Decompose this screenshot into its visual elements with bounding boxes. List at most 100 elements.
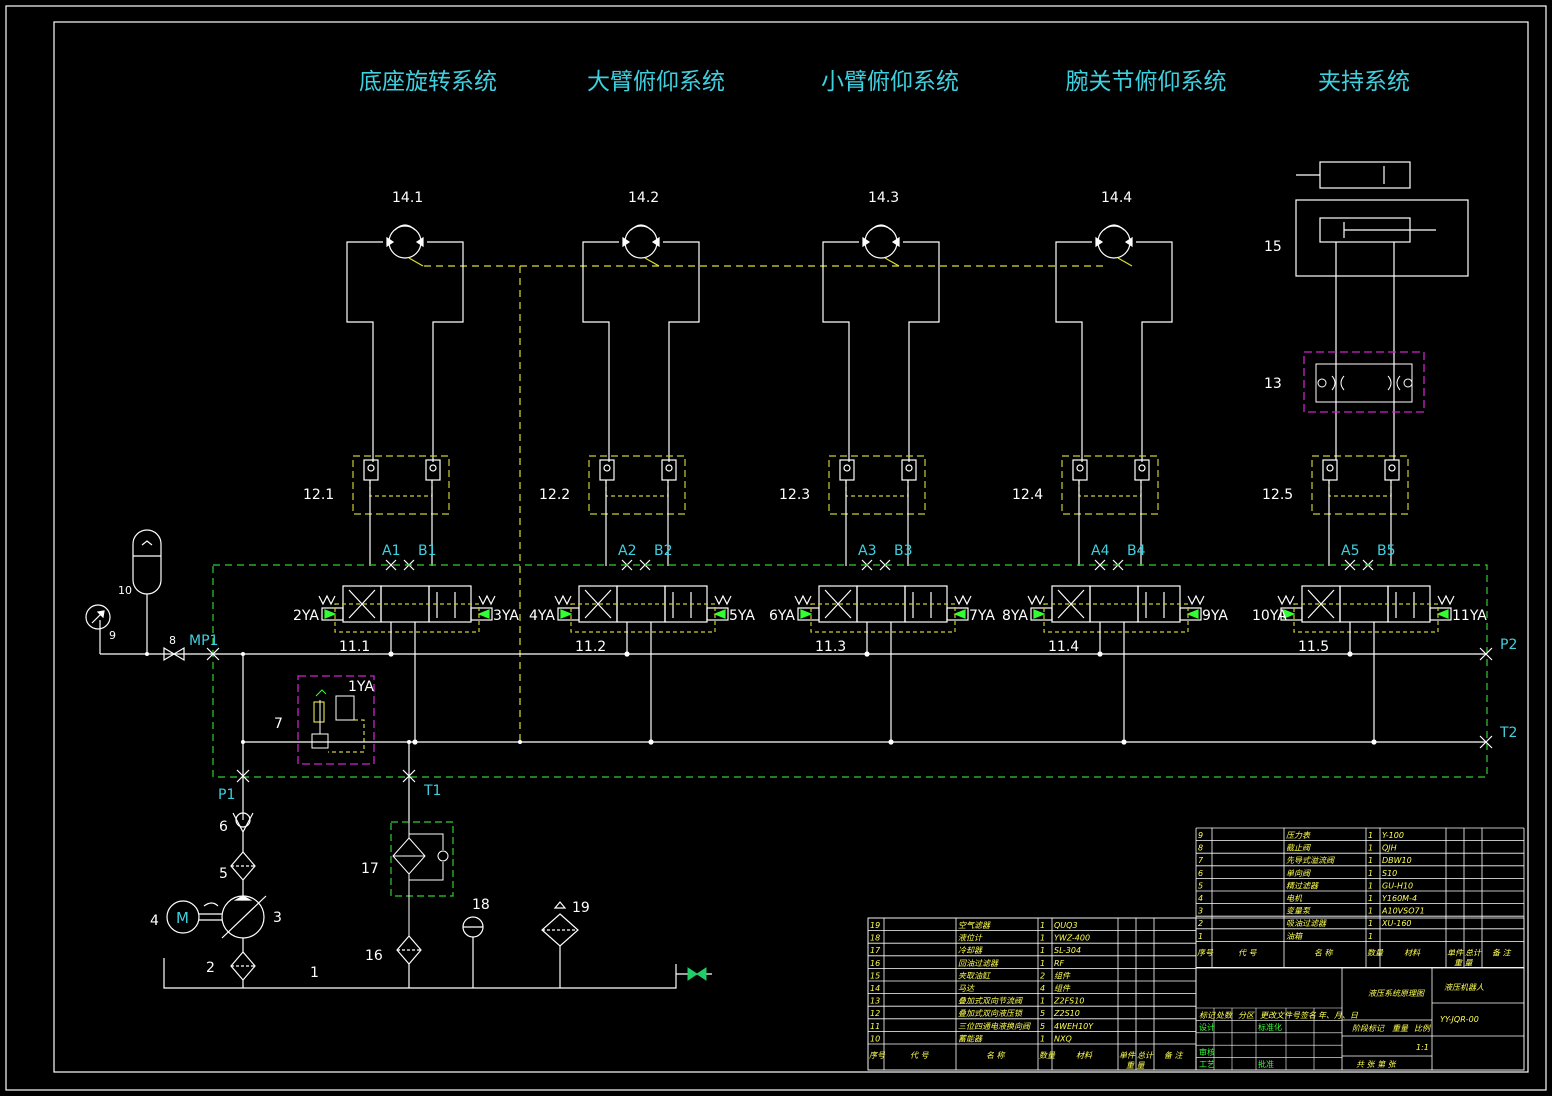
bom-cell: 17	[870, 946, 881, 955]
relief-valve	[243, 675, 375, 765]
level-gauge	[462, 916, 484, 988]
bom-header: 名 称	[986, 1051, 1007, 1060]
title-block-row-label: 处数	[1216, 1011, 1233, 1020]
port-b-2: B2	[654, 543, 673, 559]
port-b-1: B1	[418, 543, 437, 559]
title-block-approve: 批准	[1258, 1059, 1274, 1069]
port-a-4: A4	[1091, 543, 1110, 559]
air-filter	[541, 901, 579, 988]
bom-header: 代 号	[910, 1051, 930, 1060]
motor-label-2: 14.2	[628, 190, 659, 206]
bom-cell: Z2FS10	[1053, 997, 1084, 1006]
solenoid-right-2: 5YA	[729, 608, 755, 624]
port-a-5: A5	[1341, 543, 1359, 559]
bom-cell: 4	[1198, 894, 1203, 903]
bom-header: 单件	[1447, 948, 1464, 957]
bom-cell: Y-100	[1382, 831, 1404, 840]
pilot-lines	[424, 265, 1104, 742]
bom-cell: 1	[1368, 881, 1373, 890]
port-b-5: B5	[1377, 543, 1396, 559]
suction-filter	[230, 951, 256, 988]
bom-header: 总计	[1137, 1051, 1154, 1060]
pump-label: 3	[273, 910, 282, 926]
bom-cell: 5	[1198, 881, 1203, 890]
bom-cell: RF	[1054, 959, 1065, 968]
port-b-4: B4	[1127, 543, 1146, 559]
title-block-sheet: 共 张 第 张	[1356, 1060, 1397, 1069]
bom-cell: 6	[1198, 869, 1203, 878]
bom-cell: 1	[1040, 997, 1045, 1006]
bom-cell: 1	[1368, 894, 1373, 903]
bom-cell: 1	[1368, 907, 1373, 916]
bom-cell: 12	[870, 1009, 880, 1018]
bom-cell: 19	[870, 921, 880, 930]
port-mp1: MP1	[189, 633, 218, 649]
electric-motor	[166, 900, 222, 934]
bom-cell: XU-160	[1381, 919, 1412, 928]
bom-header: 名 称	[1314, 948, 1335, 957]
title-block-process: 工艺	[1199, 1060, 1215, 1069]
bom-header: 代 号	[1238, 948, 1258, 957]
bom-cell: YWZ-400	[1054, 934, 1090, 943]
drain-valve-icon	[687, 967, 707, 981]
bom-cell: 1	[1368, 844, 1373, 853]
bom-header: 总计	[1465, 948, 1482, 957]
title-block-row-label: 标记	[1199, 1011, 1216, 1020]
valve-label-5: 11.5	[1298, 639, 1329, 655]
bom-cell: 液位计	[958, 934, 983, 943]
bom-cell: 1	[1040, 921, 1045, 930]
bom-cell: 变量泵	[1286, 907, 1311, 916]
bom-cell: 13	[870, 997, 880, 1006]
bom-cell: 4	[1040, 984, 1045, 993]
solenoid-left-3: 6YA	[769, 608, 795, 624]
bom-cell: 2	[1198, 919, 1203, 928]
bom-cell: QUQ3	[1054, 921, 1078, 930]
bom-cell: 油箱	[1286, 932, 1304, 941]
solenoid-left-1: 2YA	[293, 608, 319, 624]
solenoid-right-4: 9YA	[1202, 608, 1228, 624]
bom-cell: Y160M-4	[1382, 894, 1417, 903]
system-title-0: 底座旋转系统	[359, 69, 497, 95]
lock-label-1: 12.1	[303, 487, 334, 503]
bom-cell: 1	[1198, 932, 1203, 941]
solenoid-left-4: 8YA	[1002, 608, 1028, 624]
bom-cell: 16	[870, 959, 880, 968]
solenoid-right-1: 3YA	[493, 608, 519, 624]
bom-cell: 18	[870, 934, 880, 943]
title-block-scale: 1:1	[1416, 1043, 1429, 1052]
bom-header: 材料	[1404, 948, 1421, 957]
title-block-ratio: 比例	[1414, 1024, 1432, 1033]
level-label: 18	[472, 897, 490, 913]
title-block-stage: 阶段标记	[1352, 1024, 1385, 1033]
bom-cell: SL-304	[1054, 946, 1081, 955]
bom-cell: 蓄能器	[958, 1034, 983, 1043]
port-b-3: B3	[894, 543, 913, 559]
bom-cell: 三位四通电液换向阀	[958, 1022, 1031, 1031]
bom-cell: QJH	[1382, 844, 1397, 853]
bom-cell: 5	[1040, 1009, 1045, 1018]
filter2-label: 2	[206, 960, 215, 976]
bom-cell: 1	[1368, 831, 1373, 840]
port-a-3: A3	[858, 543, 876, 559]
bom-cell: 1	[1040, 946, 1045, 955]
port-a-2: A2	[618, 543, 636, 559]
bom-header-weight: 重 量	[1454, 958, 1474, 967]
bom-cell: 10	[870, 1034, 880, 1043]
bom-cell: 压力表	[1286, 831, 1311, 840]
motor-label-3: 14.3	[868, 190, 899, 206]
system-title-4: 夹持系统	[1318, 69, 1410, 95]
bom-cell: 1	[1368, 869, 1373, 878]
bom-header: 数量	[1039, 1051, 1056, 1060]
filter-5	[230, 851, 256, 896]
accumulator-label: 10	[118, 584, 132, 597]
bom-cell: 1	[1368, 919, 1373, 928]
